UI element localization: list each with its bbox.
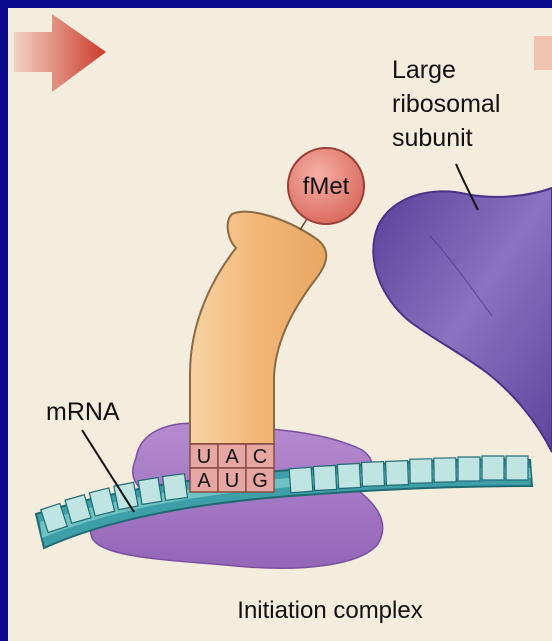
mrna-label: mRNA (46, 398, 120, 426)
arrow-fragment (534, 36, 552, 70)
large-subunit-label-line-1: Large (392, 56, 456, 84)
anticodon-base-1: U (197, 446, 211, 468)
large-subunit-label-line-2: ribosomal (392, 90, 500, 118)
codon-base-2: U (225, 470, 239, 492)
right-arrow-icon (14, 14, 106, 92)
trna-body (190, 212, 326, 444)
anticodon-base-2: A (225, 446, 239, 468)
fmet-amino-acid: fMet (288, 148, 364, 224)
anticodon-base-3: C (253, 446, 267, 468)
diagram-caption: Initiation complex (237, 597, 422, 624)
large-subunit-label: Large ribosomal subunit (392, 56, 500, 152)
fmet-label: fMet (303, 173, 350, 200)
diagram-panel: fMet (8, 8, 552, 641)
large-ribosomal-subunit (373, 188, 552, 452)
initiation-complex-diagram: fMet (8, 8, 552, 641)
codon-base-3: G (252, 470, 268, 492)
large-subunit-label-line-3: subunit (392, 124, 473, 152)
codon-base-1: A (197, 470, 211, 492)
